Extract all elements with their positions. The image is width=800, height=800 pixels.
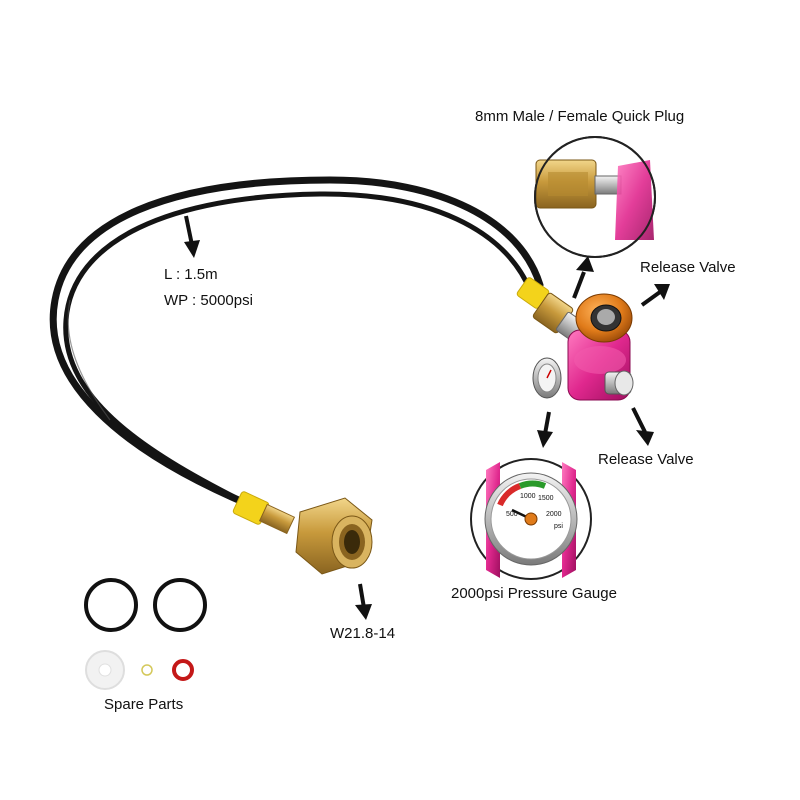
o-ring-large-left [84,578,138,632]
red-o-ring [172,659,194,681]
gauge-tick-2000: 2000 [546,511,562,518]
gauge-unit: psi [554,523,563,530]
release-valve-bottom-label: Release Valve [598,451,694,468]
arrow-release-valve-bottom [631,407,654,446]
w21-fitting [232,491,373,575]
hose [49,176,544,509]
spare-parts [84,578,207,690]
arrow-hose [184,215,200,258]
release-valve-top-label: Release Valve [640,259,736,276]
thread-spec-label: W21.8-14 [330,625,396,642]
arrow-release-valve-top [640,284,670,307]
pressure-gauge-inset: 500 1000 1500 2000 psi [470,458,592,580]
arrows [184,215,670,620]
hose-length-label: L : 1.5m [164,266,218,283]
quick-plug-inset [534,136,656,258]
quick-plug-label: 8mm Male / Female Quick Plug [475,108,685,125]
arrow-thread [355,583,372,620]
arrow-quick-plug [572,256,594,299]
gauge-tick-500: 500 [506,511,518,518]
gauge-tick-1500: 1500 [538,495,554,502]
small-yellow-ring [141,664,153,676]
spare-parts-label: Spare Parts [104,696,184,713]
pressure-gauge-label: 2000psi Pressure Gauge [451,585,617,602]
hose-pressure-label: WP : 5000psi [164,292,253,309]
manifold-block [532,293,634,401]
arrow-gauge [537,411,553,448]
o-ring-large-right [153,578,207,632]
gauge-tick-1000: 1000 [520,493,536,500]
